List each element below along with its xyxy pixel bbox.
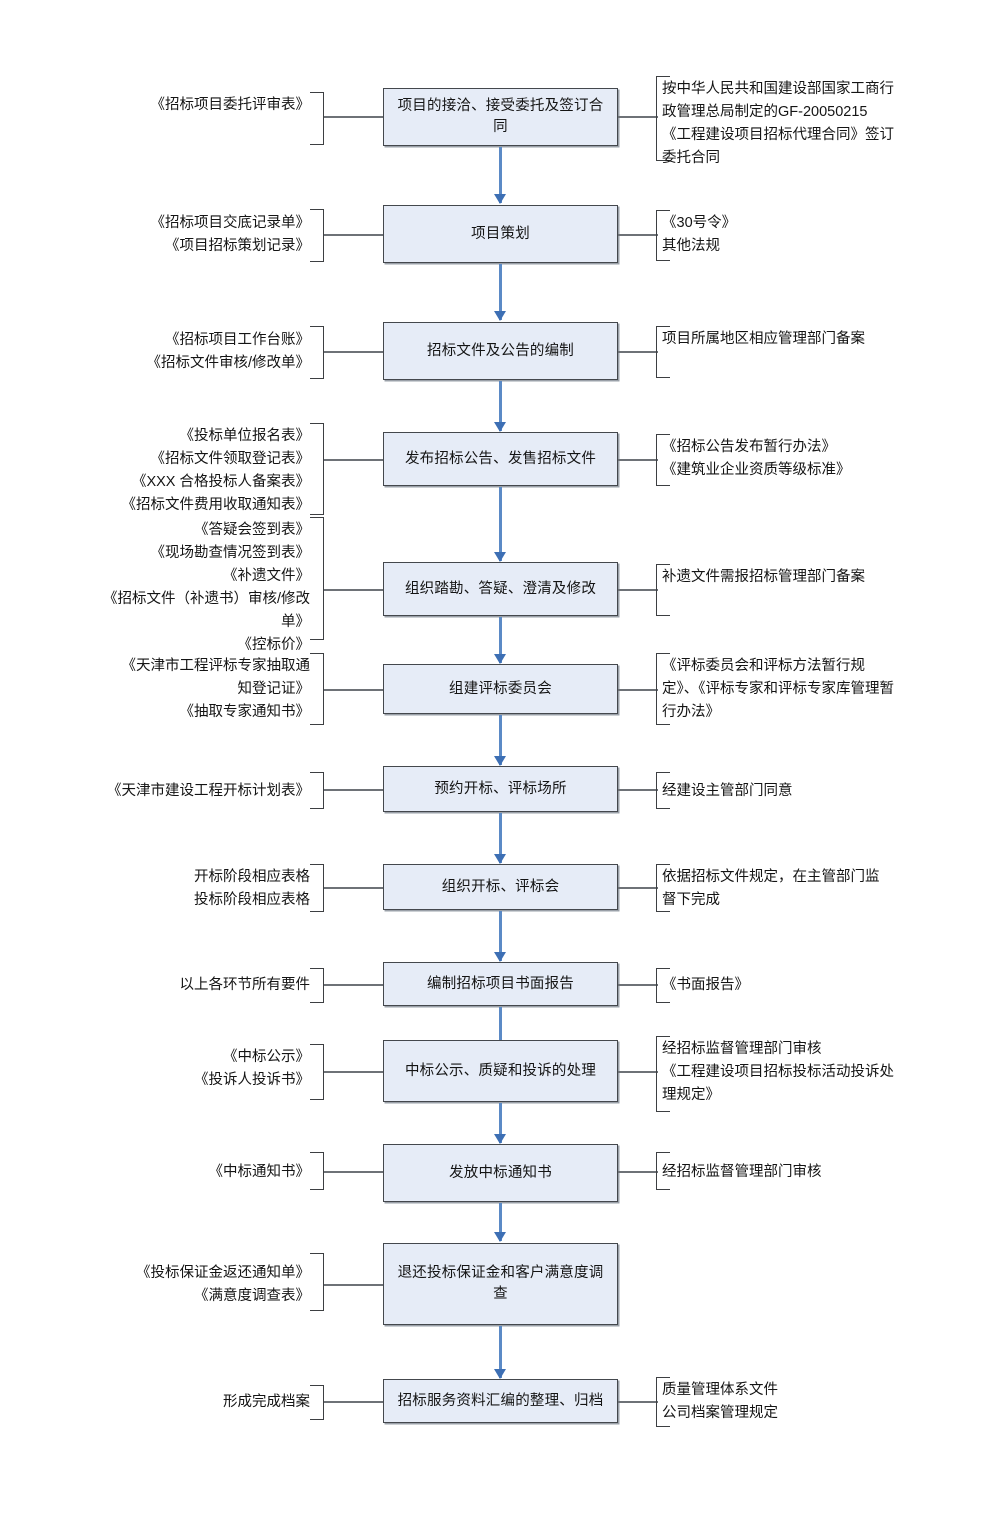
output-label-step-10: 经招标监督管理部门审核 《工程建设项目招标投标活动投诉处理规定》 [662, 1041, 894, 1103]
input-label-step-6: 《天津市工程评标专家抽取通知登记证》 《抽取专家通知书》 [121, 658, 311, 720]
process-node-step-5[interactable]: 组织踏勘、答疑、澄清及修改 [383, 562, 618, 616]
input-bracket-step-8 [310, 864, 324, 912]
arrow-step-2-to-3 [499, 264, 502, 320]
output-leader-step-6 [618, 689, 658, 691]
output-label-step-13: 质量管理体系文件 公司档案管理规定 [662, 1382, 778, 1421]
input-label-step-8: 开标阶段相应表格 投标阶段相应表格 [194, 869, 310, 908]
output-leader-step-4 [618, 459, 658, 461]
process-node-step-2[interactable]: 项目策划 [383, 205, 618, 263]
output-label-step-5: 补遗文件需报招标管理部门备案 [662, 569, 865, 585]
input-bracket-step-11 [310, 1152, 324, 1190]
input-leader-step-5 [324, 589, 383, 591]
process-node-step-12[interactable]: 退还投标保证金和客户满意度调查 [383, 1243, 618, 1325]
input-leader-step-1 [324, 116, 383, 118]
process-node-step-6[interactable]: 组建评标委员会 [383, 664, 618, 714]
input-leader-step-4 [324, 459, 383, 461]
input-label-step-1: 《招标项目委托评审表》 [150, 97, 311, 113]
input-bracket-step-4 [310, 423, 324, 515]
input-label-step-12: 《投标保证金返还通知单》 《满意度调查表》 [136, 1265, 310, 1304]
input-bracket-step-13 [310, 1385, 324, 1420]
output-leader-step-1 [618, 116, 658, 118]
arrow-step-11-to-12 [499, 1203, 502, 1241]
arrow-step-12-to-13 [499, 1326, 502, 1378]
input-bracket-step-2 [310, 209, 324, 262]
input-label-step-4: 《投标单位报名表》 《招标文件领取登记表》 《XXX 合格投标人备案表》 《招标… [121, 428, 311, 513]
process-node-step-11[interactable]: 发放中标通知书 [383, 1144, 618, 1202]
output-label-step-8: 依据招标文件规定，在主管部门监督下完成 [662, 869, 880, 908]
process-node-step-3[interactable]: 招标文件及公告的编制 [383, 322, 618, 380]
input-leader-step-8 [324, 887, 383, 889]
output-label-step-2: 《30号令》 其他法规 [662, 215, 737, 254]
input-label-step-11: 《中标通知书》 [208, 1164, 311, 1180]
process-node-step-8[interactable]: 组织开标、评标会 [383, 864, 618, 910]
arrow-step-5-to-6 [499, 617, 502, 663]
output-leader-step-13 [618, 1401, 658, 1403]
input-label-step-13: 形成完成档案 [223, 1394, 310, 1410]
output-leader-step-9 [618, 984, 658, 986]
process-node-step-7[interactable]: 预约开标、评标场所 [383, 766, 618, 812]
input-bracket-step-7 [310, 772, 324, 809]
output-label-step-9: 《书面报告》 [662, 977, 749, 993]
output-leader-step-3 [618, 351, 658, 353]
input-bracket-step-1 [310, 92, 324, 145]
input-leader-step-12 [324, 1284, 383, 1286]
input-leader-step-10 [324, 1071, 383, 1073]
input-leader-step-2 [324, 234, 383, 236]
output-leader-step-7 [618, 789, 658, 791]
output-label-step-7: 经建设主管部门同意 [662, 783, 793, 799]
input-label-step-9: 以上各环节所有要件 [179, 977, 311, 993]
input-bracket-step-9 [310, 968, 324, 1003]
arrow-step-1-to-2 [499, 147, 502, 203]
output-leader-step-11 [618, 1171, 658, 1173]
input-leader-step-13 [324, 1401, 383, 1403]
input-bracket-step-10 [310, 1044, 324, 1100]
process-node-step-9[interactable]: 编制招标项目书面报告 [383, 962, 618, 1006]
output-label-step-4: 《招标公告发布暂行办法》 《建筑业企业资质等级标准》 [662, 439, 851, 478]
arrow-step-7-to-8 [499, 813, 502, 863]
input-bracket-step-5 [310, 517, 324, 640]
input-label-step-3: 《招标项目工作台账》 《招标文件审核/修改单》 [146, 332, 310, 371]
input-label-step-2: 《招标项目交底记录单》 《项目招标策划记录》 [150, 215, 311, 254]
input-bracket-step-6 [310, 653, 324, 725]
process-node-step-1[interactable]: 项目的接洽、接受委托及签订合同 [383, 88, 618, 146]
output-label-step-1: 按中华人民共和国建设部国家工商行政管理总局制定的GF-20050215《工程建设… [662, 81, 894, 166]
arrow-step-6-to-7 [499, 715, 502, 765]
output-label-step-11: 经招标监督管理部门审核 [662, 1164, 822, 1180]
output-leader-step-2 [618, 234, 658, 236]
process-node-step-4[interactable]: 发布招标公告、发售招标文件 [383, 432, 618, 486]
output-leader-step-10 [618, 1071, 658, 1073]
process-node-step-13[interactable]: 招标服务资料汇编的整理、归档 [383, 1379, 618, 1423]
output-label-step-6: 《评标委员会和评标方法暂行规定》、《评标专家和评标专家库管理暂行办法》 [662, 658, 894, 720]
input-leader-step-7 [324, 789, 383, 791]
process-node-step-10[interactable]: 中标公示、质疑和投诉的处理 [383, 1040, 618, 1102]
input-bracket-step-3 [310, 326, 324, 379]
arrow-step-9-to-10 [499, 1007, 502, 1059]
input-leader-step-11 [324, 1171, 383, 1173]
arrow-step-4-to-5 [499, 487, 502, 561]
input-leader-step-9 [324, 984, 383, 986]
output-label-step-3: 项目所属地区相应管理部门备案 [662, 331, 865, 347]
input-leader-step-6 [324, 689, 383, 691]
output-leader-step-8 [618, 887, 658, 889]
output-leader-step-5 [618, 589, 658, 591]
arrow-step-10-to-11 [499, 1103, 502, 1143]
input-label-step-5: 《答疑会签到表》 《现场勘查情况签到表》 《补遗文件》 《招标文件（补遗书）审核… [102, 522, 310, 653]
arrow-step-8-to-9 [499, 911, 502, 961]
input-label-step-10: 《中标公示》 《投诉人投诉书》 [194, 1049, 310, 1088]
arrow-step-3-to-4 [499, 381, 502, 431]
input-label-step-7: 《天津市建设工程开标计划表》 [107, 783, 310, 799]
input-bracket-step-12 [310, 1253, 324, 1311]
input-leader-step-3 [324, 351, 383, 353]
